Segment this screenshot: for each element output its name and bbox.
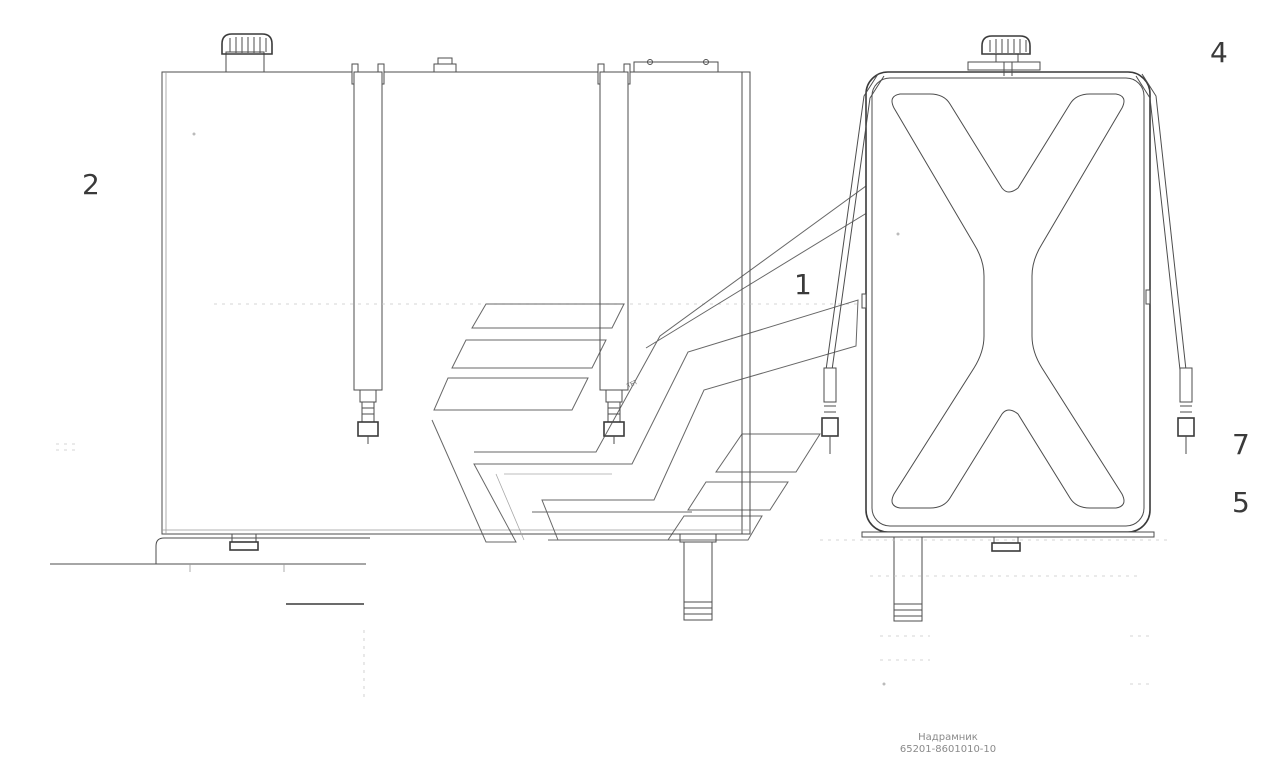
top-flange <box>633 61 719 73</box>
callout-5: 5 <box>1232 486 1250 519</box>
x-rib <box>891 93 1125 509</box>
strap-around-tank <box>825 73 1187 371</box>
tank-body-side <box>161 71 751 535</box>
caption-title: Надрамник <box>918 732 978 743</box>
base-plate <box>861 531 1155 538</box>
watermark-logo: ТЕТ <box>431 169 889 543</box>
frame-bracket <box>50 537 370 605</box>
side-view-tank <box>50 33 870 700</box>
outlet-pipe-end <box>893 536 923 622</box>
callout-4: 4 <box>1210 36 1228 69</box>
drain-plug-side <box>229 533 259 551</box>
watermark-text: ТЕТ <box>625 379 639 391</box>
filler-cap-side <box>221 33 273 73</box>
callout-7: 7 <box>1232 428 1250 461</box>
mounting-strap-1 <box>351 63 385 444</box>
strap-bolt-right <box>1177 367 1195 454</box>
mounting-strap-2 <box>597 63 631 444</box>
filler-cap-end <box>967 35 1041 76</box>
drain-plug-end <box>991 536 1021 552</box>
tank-body-end <box>865 71 1151 533</box>
caption-part-number: 65201-8601010-10 <box>900 744 996 755</box>
outlet-pipe-side <box>679 533 717 621</box>
callout-2: 2 <box>82 168 100 201</box>
end-view-tank <box>820 35 1195 686</box>
strap-bolt-left <box>821 367 839 454</box>
callout-1: 1 <box>794 268 812 301</box>
top-fitting <box>433 57 457 73</box>
